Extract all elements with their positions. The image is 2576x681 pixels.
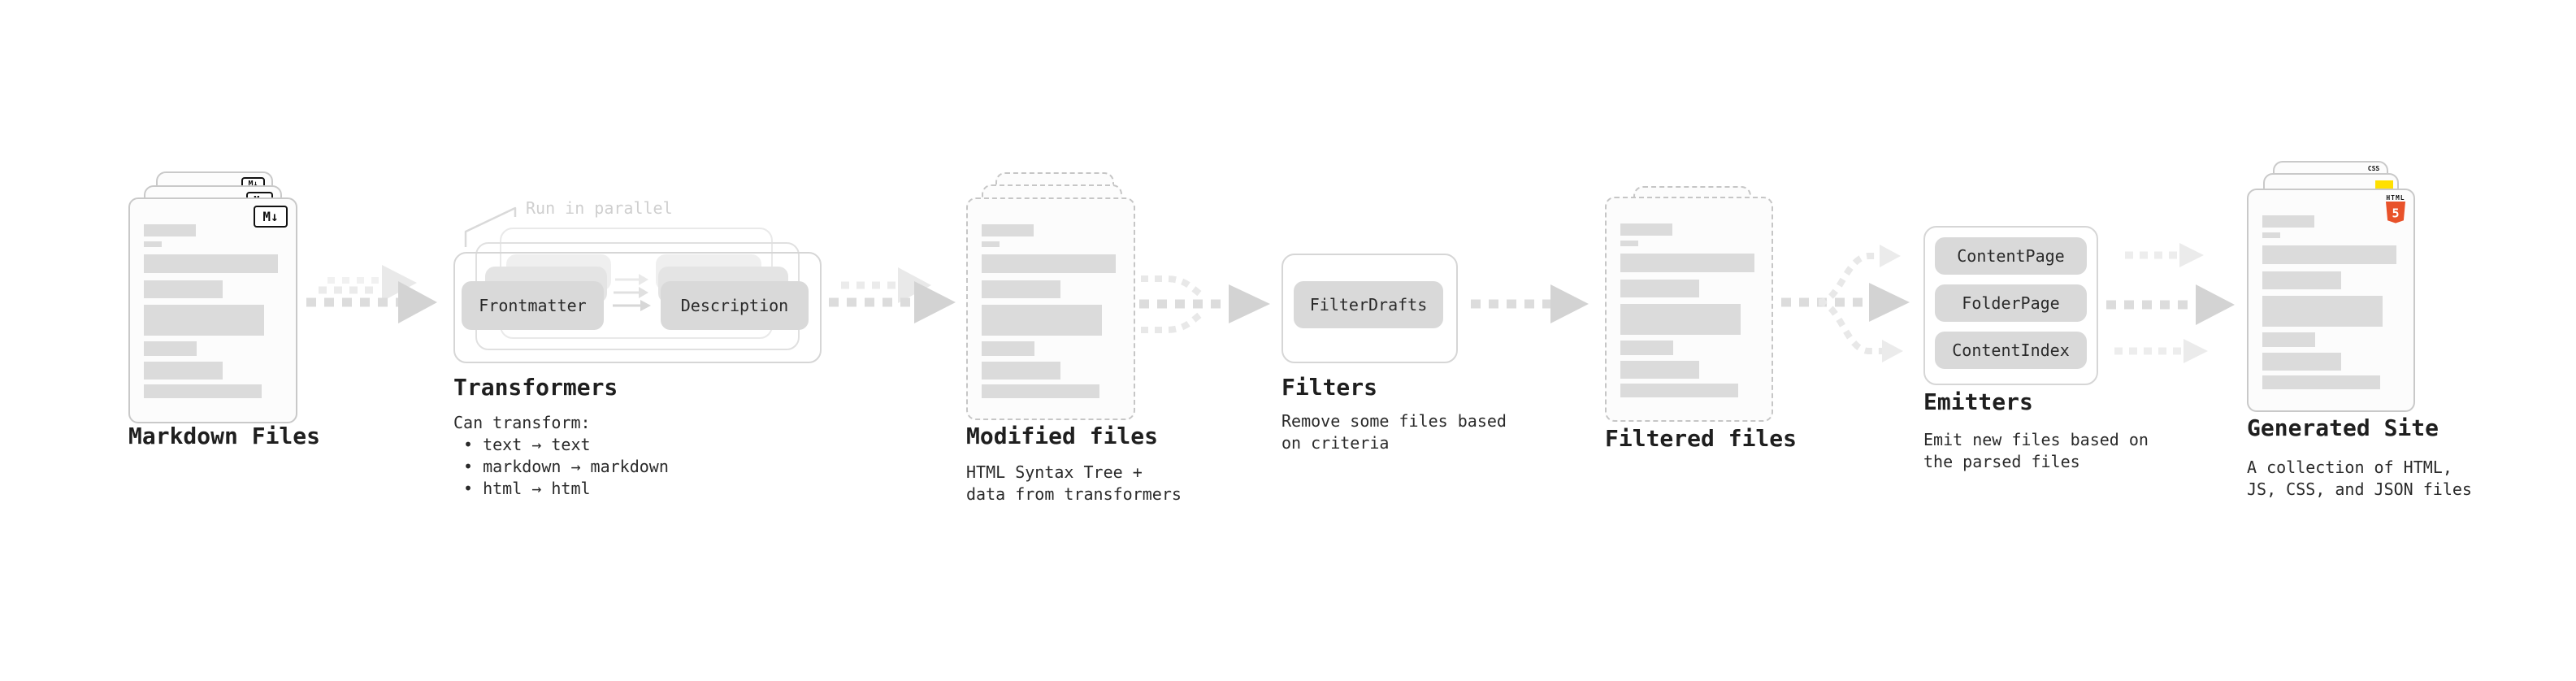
filters-desc-line: on criteria	[1281, 433, 1390, 453]
stage-label-modified-files: Modified files	[966, 423, 1159, 449]
stage-label-filters: Filters	[1281, 374, 1378, 401]
arrow-markdown-to-transformers	[306, 265, 437, 323]
document-card-front	[966, 197, 1135, 420]
modified-files-desc-line: data from transformers	[966, 484, 1182, 504]
description-label: Description	[680, 296, 789, 315]
text-line-placeholders	[144, 224, 282, 398]
markdown-icon-label: M↓	[248, 180, 258, 189]
stage-label-transformers: Transformers	[453, 374, 618, 401]
transformers-description: Can transform: • text → text • markdown …	[453, 412, 669, 500]
document-card-front	[1605, 197, 1773, 422]
content-page-label: ContentPage	[1957, 246, 2065, 266]
document-card-front: M↓	[128, 197, 297, 423]
emitters-desc-line: the parsed files	[1923, 452, 2080, 471]
emitters-description: Emit new files based on the parsed files	[1923, 429, 2149, 473]
stage-label-markdown-files: Markdown Files	[128, 423, 321, 449]
content-index-chip: ContentIndex	[1935, 332, 2087, 369]
content-page-chip: ContentPage	[1935, 237, 2087, 275]
transformer-layer-box-front	[453, 252, 822, 363]
emitters-desc-line: Emit new files based on	[1923, 430, 2149, 449]
arrow-filtered-to-emitters-fan-out	[1781, 245, 1910, 362]
markdown-icon: M↓	[254, 206, 288, 228]
markdown-icon-label: M↓	[262, 209, 279, 224]
stage-label-generated-site: Generated Site	[2247, 414, 2439, 441]
transformers-bullet: • markdown → markdown	[463, 457, 669, 476]
css-badge-label: CSS	[2367, 165, 2380, 172]
js-file-badge	[2375, 180, 2393, 189]
arrow-filters-to-filtered	[1471, 284, 1589, 323]
description-step-chip: Description	[661, 281, 809, 330]
folder-page-label: FolderPage	[1962, 293, 2060, 313]
stage-label-filtered-files: Filtered files	[1605, 425, 1798, 452]
folder-page-chip: FolderPage	[1935, 284, 2087, 322]
run-in-parallel-leader-line	[464, 206, 517, 247]
html5-wordmark: HTML	[2386, 194, 2405, 202]
arrow-transformers-to-modified	[829, 267, 956, 323]
filter-drafts-chip: FilterDrafts	[1294, 281, 1443, 328]
transformers-bullet: • text → text	[463, 435, 591, 454]
generated-site-desc-line: JS, CSS, and JSON files	[2247, 479, 2472, 499]
transformers-bullet: • html → html	[463, 479, 591, 498]
html5-icon: HTML 5	[2386, 194, 2405, 227]
generated-site-description: A collection of HTML, JS, CSS, and JSON …	[2247, 457, 2472, 501]
stage-label-emitters: Emitters	[1923, 388, 2033, 415]
text-line-placeholders	[1620, 223, 1758, 397]
transformer-step-arrows	[613, 274, 651, 311]
arrows-emitters-to-generated	[2106, 243, 2235, 363]
generated-site-desc-line: A collection of HTML,	[2247, 458, 2452, 477]
text-line-placeholders	[982, 224, 1120, 398]
filter-drafts-label: FilterDrafts	[1309, 295, 1428, 314]
filters-description: Remove some files based on criteria	[1281, 410, 1507, 454]
svg-text:5: 5	[2392, 206, 2399, 221]
filters-desc-line: Remove some files based	[1281, 411, 1507, 431]
frontmatter-label: Frontmatter	[479, 296, 587, 315]
content-index-label: ContentIndex	[1952, 340, 2070, 360]
document-card-front: HTML 5	[2247, 189, 2415, 412]
html5-shield: 5	[2386, 202, 2405, 223]
frontmatter-step-chip: Frontmatter	[462, 281, 604, 330]
modified-files-description: HTML Syntax Tree + data from transformer…	[966, 462, 1182, 505]
modified-files-desc-line: HTML Syntax Tree +	[966, 462, 1143, 482]
text-line-placeholders	[2262, 215, 2400, 389]
arrow-modified-to-filters-fan-in	[1139, 275, 1270, 333]
transformers-desc-heading: Can transform:	[453, 413, 591, 432]
run-in-parallel-annotation: Run in parallel	[526, 198, 673, 218]
